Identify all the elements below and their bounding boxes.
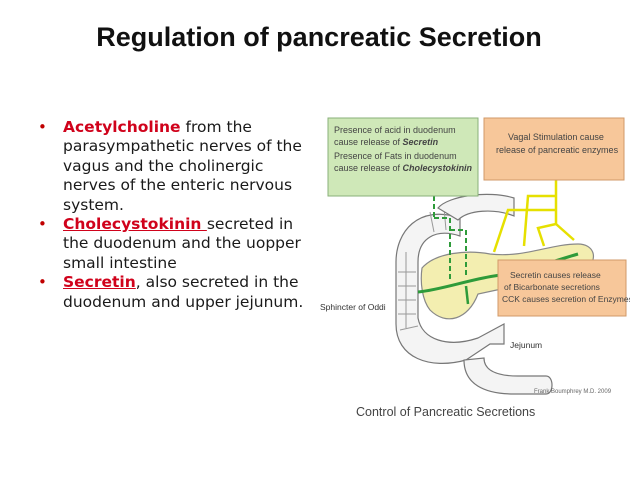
secretin-effects-box bbox=[497, 259, 627, 317]
bullet-dot-icon: • bbox=[38, 118, 47, 136]
bullet-list: • Acetylcholine from the parasympathetic… bbox=[38, 118, 318, 312]
acid-fats-line2b: Secretin bbox=[403, 137, 439, 147]
pancreas-diagram: Presence of acid in duodenum cause relea… bbox=[318, 112, 630, 434]
vagal-line2: release of pancreatic enzymes bbox=[496, 145, 619, 155]
acid-fats-line1: Presence of acid in duodenum bbox=[334, 125, 456, 135]
acid-fats-line2: cause release of Secretin bbox=[334, 137, 439, 147]
acid-fats-line4a: cause release of bbox=[334, 163, 403, 173]
acid-fats-line2a: cause release of bbox=[334, 137, 403, 147]
bullet-secretin: • Secretin, also secreted in the duodenu… bbox=[38, 273, 318, 312]
bullet-cholecystokinin: • Cholecystokinin secreted in the duoden… bbox=[38, 215, 318, 273]
secretin-line2: of Bicarbonate secretions bbox=[504, 282, 600, 292]
acid-fats-line4b: Cholecystokinin bbox=[403, 163, 473, 173]
stomach-part bbox=[437, 193, 515, 221]
duodenum-outline bbox=[395, 213, 505, 364]
intestine-loop bbox=[463, 357, 553, 395]
vagal-paths bbox=[492, 180, 575, 253]
bullet-term: Secretin bbox=[63, 273, 136, 292]
slide-title: Regulation of pancreatic Secretion bbox=[96, 22, 542, 52]
sphincter-label: Sphincter of Oddi bbox=[320, 302, 386, 312]
bullet-acetylcholine: • Acetylcholine from the parasympathetic… bbox=[38, 118, 318, 215]
bullet-dot-icon: • bbox=[38, 215, 47, 234]
credit-label: Frank Boumphrey M.D. 2009 bbox=[534, 389, 612, 395]
vagal-line1: Vagal Stimulation cause bbox=[508, 132, 604, 142]
acid-fats-line3: Presence of Fats in duodenum bbox=[334, 151, 457, 161]
bullet-text: from the parasympathetic nerves of the v… bbox=[63, 118, 302, 214]
jejunum-label: Jejunum bbox=[510, 340, 542, 350]
vagal-box bbox=[483, 117, 625, 181]
figure-caption: Control of Pancreatic Secretions bbox=[356, 405, 535, 419]
diagram-svg: Presence of acid in duodenum cause relea… bbox=[320, 117, 630, 419]
bullet-term: Acetylcholine bbox=[63, 118, 181, 136]
acid-fats-box bbox=[327, 117, 479, 197]
bullet-text: secreted in the duodenum and the uopper … bbox=[63, 215, 301, 272]
hormone-paths bbox=[433, 196, 467, 282]
acid-fats-line4: cause release of Cholecystokinin bbox=[334, 163, 473, 173]
bullet-dot-icon: • bbox=[38, 273, 47, 292]
duct-branch bbox=[464, 285, 470, 305]
bullet-text: , also secreted in the duodenum and uppe… bbox=[63, 273, 304, 311]
secretin-line3: CCK causes secretion of Enzymes bbox=[502, 294, 630, 304]
bullet-term: Cholecystokinin bbox=[63, 215, 207, 234]
secretin-line1: Secretin causes release bbox=[510, 270, 601, 280]
